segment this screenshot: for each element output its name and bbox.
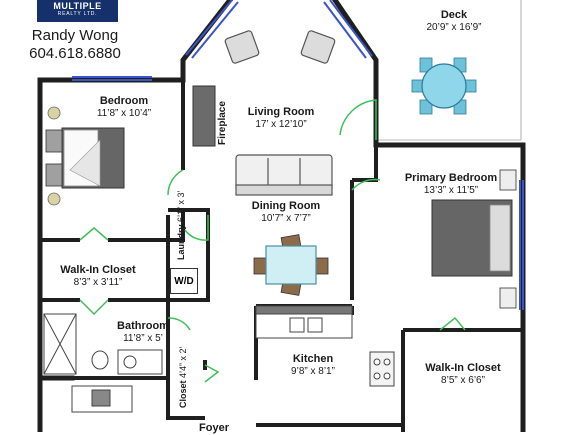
logo-line2: REALTY LTD. <box>57 11 98 17</box>
closet-dims: 4’4” x 2’ <box>178 346 188 378</box>
laundry-dims: 6’1” x 3’ <box>176 190 186 222</box>
walk-in-closet-right-name: Walk-In Closet <box>425 362 501 374</box>
deck-name: Deck <box>440 9 468 21</box>
primary-bed <box>431 169 517 309</box>
bedroom-bed <box>45 106 125 206</box>
washer-dryer: W/D <box>170 268 198 294</box>
dining-table <box>253 234 329 296</box>
armchairs <box>224 30 336 64</box>
bathroom-fixtures <box>43 313 163 375</box>
living-room-dims: 17’ x 12’10” <box>255 118 307 130</box>
laundry-name: Laundry <box>176 224 186 260</box>
room-label-dining-room: Dining Room 10’7” x 7’7” <box>252 200 320 224</box>
deck-dims: 20’9” x 16’9” <box>426 21 482 33</box>
room-label-primary-bedroom: Primary Bedroom 13’3” x 11’5” <box>405 172 497 196</box>
walk-in-closet-right-dims: 8’5” x 6’6” <box>441 374 485 386</box>
closet-name: Closet <box>178 380 188 408</box>
dining-room-name: Dining Room <box>251 200 321 212</box>
room-label-bedroom: Bedroom 11’8” x 10’4” <box>97 95 151 119</box>
kitchen-dims: 9’8” x 8’1” <box>291 365 335 377</box>
room-label-kitchen: Kitchen 9’8” x 8’1” <box>291 353 335 377</box>
room-label-foyer: Foyer <box>199 422 229 435</box>
room-label-closet: Closet 4’4” x 2’ <box>178 346 188 408</box>
room-label-bathroom: Bathroom 11’8” x 5’ <box>117 320 169 344</box>
bedroom-name: Bedroom <box>99 95 149 107</box>
logo-line1: MULTIPLE <box>53 1 102 11</box>
door-swings <box>79 99 466 383</box>
bathroom-name: Bathroom <box>117 320 169 332</box>
foyer-name: Foyer <box>199 422 229 434</box>
primary-bedroom-name: Primary Bedroom <box>404 172 498 184</box>
brokerage-logo: MULTIPLE REALTY LTD. <box>37 0 118 22</box>
deck-table <box>411 57 477 115</box>
room-label-deck: Deck 20’9” x 16’9” <box>426 9 481 33</box>
walk-in-closet-left-dims: 8’3” x 3’11” <box>73 276 123 288</box>
kitchen-name: Kitchen <box>292 353 334 365</box>
bedroom-dims: 11’8” x 10’4” <box>96 107 152 119</box>
fireplace-block <box>192 85 216 147</box>
agent-phone: 604.618.6880 <box>29 45 121 62</box>
sofa <box>235 154 333 196</box>
primary-bedroom-dims: 13’3” x 11’5” <box>423 184 479 196</box>
room-label-laundry: Laundry 6’1” x 3’ <box>176 190 186 260</box>
walk-in-closet-left-name: Walk-In Closet <box>60 264 136 276</box>
living-room-name: Living Room <box>247 106 315 118</box>
fireplace-label: Fireplace <box>217 101 228 145</box>
room-label-living-room: Living Room 17’ x 12’10” <box>248 106 315 130</box>
desk <box>71 385 133 413</box>
room-label-walk-in-closet-right: Walk-In Closet 8’5” x 6’6” <box>425 362 500 386</box>
room-label-walk-in-closet-left: Walk-In Closet 8’3” x 3’11” <box>60 264 135 288</box>
windows <box>72 0 524 310</box>
dining-room-dims: 10’7” x 7’7” <box>261 212 311 224</box>
agent-name: Randy Wong <box>31 27 119 44</box>
kitchen-fixtures <box>255 305 395 387</box>
bathroom-dims: 11’8” x 5’ <box>123 332 163 344</box>
